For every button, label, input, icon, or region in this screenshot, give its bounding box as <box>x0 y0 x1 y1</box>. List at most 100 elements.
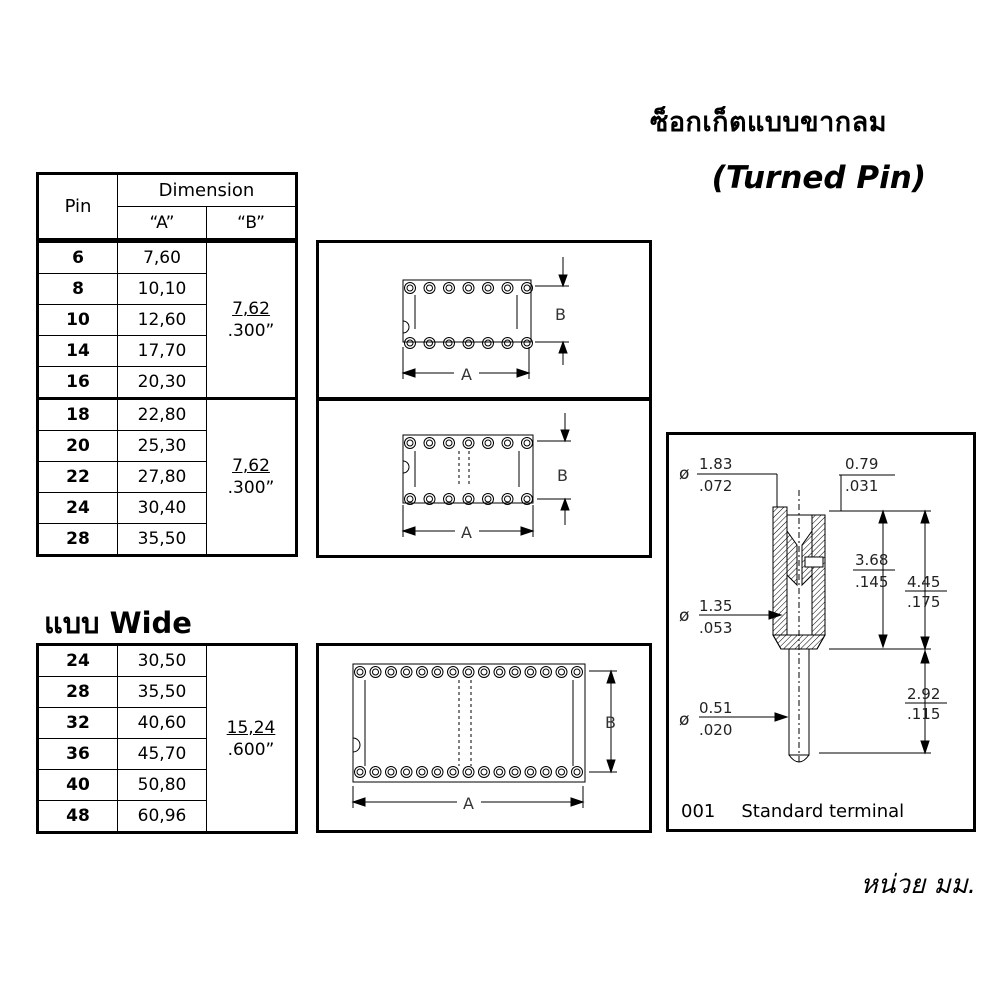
dim-d3-mm: 0.51 <box>699 699 732 717</box>
dim-d3-in: .020 <box>699 721 732 739</box>
pin-hole <box>431 666 444 678</box>
pin-hole-inner <box>573 668 581 676</box>
dimension-header: Dimension <box>117 173 297 207</box>
pin-hole <box>482 437 494 449</box>
pin-hole <box>462 337 475 349</box>
dimension-a-cell: 45,70 <box>117 738 207 770</box>
dimension-a-cell: 35,50 <box>117 523 207 556</box>
pin-hole-inner <box>356 668 364 676</box>
dimension-b-inch: .600” <box>227 739 275 760</box>
pin-hole <box>571 666 583 678</box>
terminal-caption-text: Standard terminal <box>741 801 905 822</box>
dimension-a-cell: 12,60 <box>117 304 207 336</box>
dim-d2-in: .053 <box>699 619 732 637</box>
pin-hole <box>501 493 514 505</box>
pin-hole <box>521 282 533 294</box>
pin-hole-inner <box>496 768 503 776</box>
pin-header: Pin <box>37 173 118 240</box>
pin-hole <box>385 766 397 778</box>
pin-hole <box>482 493 494 505</box>
socket-diagram-wide: B A <box>316 643 652 833</box>
dim-total-mm: 4.45 <box>907 573 940 591</box>
pin-count-cell: 48 <box>37 800 118 833</box>
title-english: (Turned Pin) <box>711 160 926 196</box>
pin-hole-inner <box>387 668 395 676</box>
pin-hole-inner <box>426 339 433 347</box>
dimension-a-cell: 35,50 <box>117 676 207 708</box>
pin-hole <box>462 437 475 449</box>
dimension-b-cell: 7,62.300” <box>206 241 297 399</box>
dimension-b-mm: 7,62 <box>232 299 270 319</box>
pin-hole-inner <box>511 668 519 676</box>
pin-hole-inner <box>406 495 414 503</box>
pin-hole <box>443 337 455 349</box>
pin-hole-inner <box>387 768 395 776</box>
pin-hole <box>369 766 382 778</box>
dimension-a-cell: 25,30 <box>117 430 207 462</box>
dim-d2-mm: 1.35 <box>699 597 732 615</box>
label-b: B <box>555 305 566 324</box>
pin-hole <box>540 766 552 778</box>
pin-hole <box>385 666 397 678</box>
pin-hole <box>404 337 416 349</box>
pin-hole-inner <box>356 768 364 776</box>
pin-count-cell: 32 <box>37 707 118 739</box>
pin-hole-inner <box>484 284 492 292</box>
pin-hole <box>400 766 413 778</box>
pin-hole <box>524 666 537 678</box>
pin-count-cell: 36 <box>37 738 118 770</box>
pin-hole <box>501 282 514 294</box>
diameter-symbol-2: ø <box>679 606 689 626</box>
pin-hole-inner <box>445 495 453 503</box>
diameter-symbol-1: ø <box>679 464 689 484</box>
pin-hole-inner <box>511 768 519 776</box>
pin-hole <box>404 437 416 449</box>
pin-hole-inner <box>426 495 433 503</box>
socket-drawing-small: B A <box>401 257 569 384</box>
pin-hole-inner <box>465 284 472 292</box>
pin-hole-inner <box>426 439 433 447</box>
pin-hole-inner <box>523 339 531 347</box>
pin-hole <box>443 282 455 294</box>
pin-count-cell: 6 <box>37 241 118 274</box>
dim-tail-in: .115 <box>907 705 940 723</box>
col-b-header: “B” <box>206 206 297 240</box>
dim-mid-mm: 3.68 <box>855 551 888 569</box>
pin-hole-inner <box>465 668 472 676</box>
pin-hole <box>521 493 533 505</box>
dimension-a-cell: 30,40 <box>117 492 207 524</box>
pin-hole-inner <box>418 768 426 776</box>
pin-hole <box>540 666 552 678</box>
pin-hole <box>354 666 366 678</box>
pin-hole <box>423 282 436 294</box>
dim-total-in: .175 <box>907 593 940 611</box>
pin-hole-inner <box>449 768 457 776</box>
pin-hole <box>478 666 490 678</box>
pin-hole-inner <box>445 339 453 347</box>
pin-hole <box>462 282 475 294</box>
pin-hole-inner <box>406 284 414 292</box>
pin-hole-inner <box>558 768 565 776</box>
pin-hole-inner <box>484 439 492 447</box>
pin-hole-inner <box>445 284 453 292</box>
pin-count-cell: 18 <box>37 397 118 431</box>
dim-d1-in: .072 <box>699 477 732 495</box>
pin-hole <box>571 766 583 778</box>
pin-hole <box>447 766 459 778</box>
wide-label: แบบ Wide <box>44 606 192 640</box>
pin-hole-inner <box>449 668 457 676</box>
pin-count-cell: 40 <box>37 769 118 801</box>
pin-hole <box>478 766 490 778</box>
pin-count-cell: 14 <box>37 335 118 367</box>
label-a: A <box>461 365 472 384</box>
pin-hole-inner <box>504 339 511 347</box>
pin-hole <box>462 666 475 678</box>
pin-hole <box>493 766 506 778</box>
pin-hole <box>524 766 537 778</box>
